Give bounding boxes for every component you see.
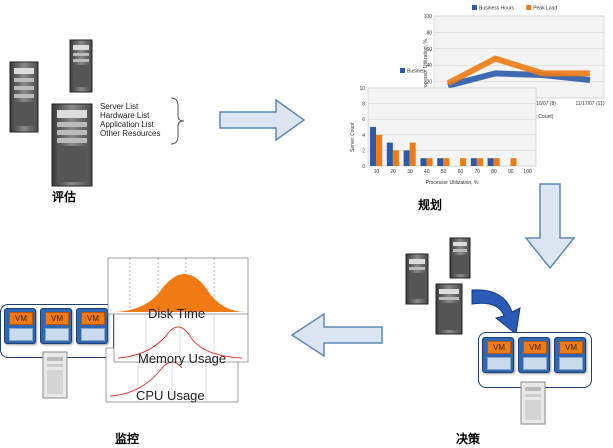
series-line (447, 70, 591, 89)
arrow-right-icon (219, 98, 306, 142)
disk-label: Disk Time (148, 306, 205, 321)
legend-swatch (400, 68, 405, 73)
legend-label: Peak Load (533, 6, 557, 12)
cpu-label: CPU Usage (136, 388, 205, 403)
vm-icon: VM (76, 308, 108, 344)
vm-icon: VM (4, 308, 36, 344)
resource-list: Server List Hardware List Application Li… (100, 102, 180, 138)
arrow-down-icon (524, 183, 576, 270)
server-icon (9, 61, 39, 133)
bar-chart: 0 2 4 6 8 10 10 20 30 40 50 60 70 80 90 100 Busines Ser… (350, 68, 537, 186)
y-tick-label: 100 (424, 14, 433, 20)
x-tick-label: 11/10/07 (8) (529, 101, 556, 107)
bar (420, 158, 427, 166)
server-icon (405, 253, 429, 305)
legend-label: Busines (407, 69, 425, 75)
assess-servers (9, 39, 93, 187)
y-tick-label: 10 (359, 86, 365, 92)
x-tick-label: 70 (474, 169, 480, 175)
x-tick-label: 50 (441, 169, 447, 175)
x-tick-label: 11/17/07 (11) (575, 101, 604, 107)
bar (409, 142, 416, 166)
bar (487, 158, 494, 166)
memory-label: Memory Usage (138, 351, 226, 366)
legend-label: Business Hours (479, 6, 515, 12)
bar (460, 158, 467, 166)
legend-swatch (472, 5, 477, 10)
host-server-icon (520, 381, 546, 425)
server-icon (51, 103, 93, 187)
vm-icon: VM (554, 337, 586, 373)
disk-panel (107, 257, 249, 315)
bar (510, 158, 517, 166)
y-tick-label: 60 (426, 47, 432, 53)
monitor-charts: Disk Time Memory Usage CPU Usage (105, 257, 249, 403)
legend-swatch (526, 5, 532, 10)
y-tick-label: 40 (426, 63, 432, 69)
bar-chart-xlabel: Processor Utilization, % (426, 180, 479, 186)
y-tick-label: 8 (362, 102, 365, 108)
server-icon (449, 237, 471, 279)
vm-icon: VM (40, 308, 72, 344)
series-line (446, 55, 590, 86)
x-tick-label: 90 (508, 169, 514, 175)
x-tick-label: 60 (458, 169, 464, 175)
x-tick-label: 100 (523, 169, 532, 175)
decide-servers (405, 237, 471, 335)
resource-item: Application List (100, 120, 154, 129)
x-tick-label: 20 (390, 169, 396, 175)
server-icon (435, 283, 463, 335)
y-tick-label: 6 (362, 117, 365, 123)
bar (470, 158, 477, 166)
bar (392, 150, 399, 166)
bar (493, 158, 500, 166)
y-tick-label: 0 (362, 164, 365, 170)
memory-panel (113, 309, 249, 363)
bar (437, 158, 444, 166)
resource-item: Server List (100, 102, 139, 111)
stage-label-decide: 决策 (456, 432, 481, 446)
bar (370, 127, 377, 166)
vm-icon: VM (482, 337, 514, 373)
stage-label-assess: 评估 (52, 190, 77, 204)
bar (376, 134, 383, 166)
bar (403, 150, 410, 166)
x-tick-label: 30 (407, 169, 413, 175)
brace-icon (170, 97, 185, 145)
line-chart-ylabel: Processor Utilization, % (423, 39, 429, 92)
bar (476, 158, 483, 166)
y-tick-label: 4 (362, 133, 365, 139)
arrow-left-icon (290, 312, 383, 358)
stage-label-plan: 规划 (418, 198, 443, 212)
y-tick-label: 80 (426, 30, 432, 36)
vm-icon: VM (518, 337, 550, 373)
resource-item: Other Resources (100, 129, 161, 138)
consolidate-arrow-icon (471, 289, 521, 335)
stage-label-monitor: 监控 (115, 432, 140, 446)
bar (426, 158, 433, 166)
y-tick-label: 2 (362, 148, 365, 154)
x-tick-label: 80 (491, 169, 497, 175)
resource-item: Hardware List (100, 111, 150, 120)
bar (443, 158, 450, 166)
x-tick-label: 40 (424, 169, 430, 175)
bar-chart-ylabel: Server Count (350, 122, 356, 152)
host-server-icon (42, 351, 68, 399)
bar (386, 142, 393, 166)
server-icon (69, 39, 93, 93)
y-tick-label: 20 (426, 80, 432, 86)
x-tick-label: 10 (374, 169, 380, 175)
